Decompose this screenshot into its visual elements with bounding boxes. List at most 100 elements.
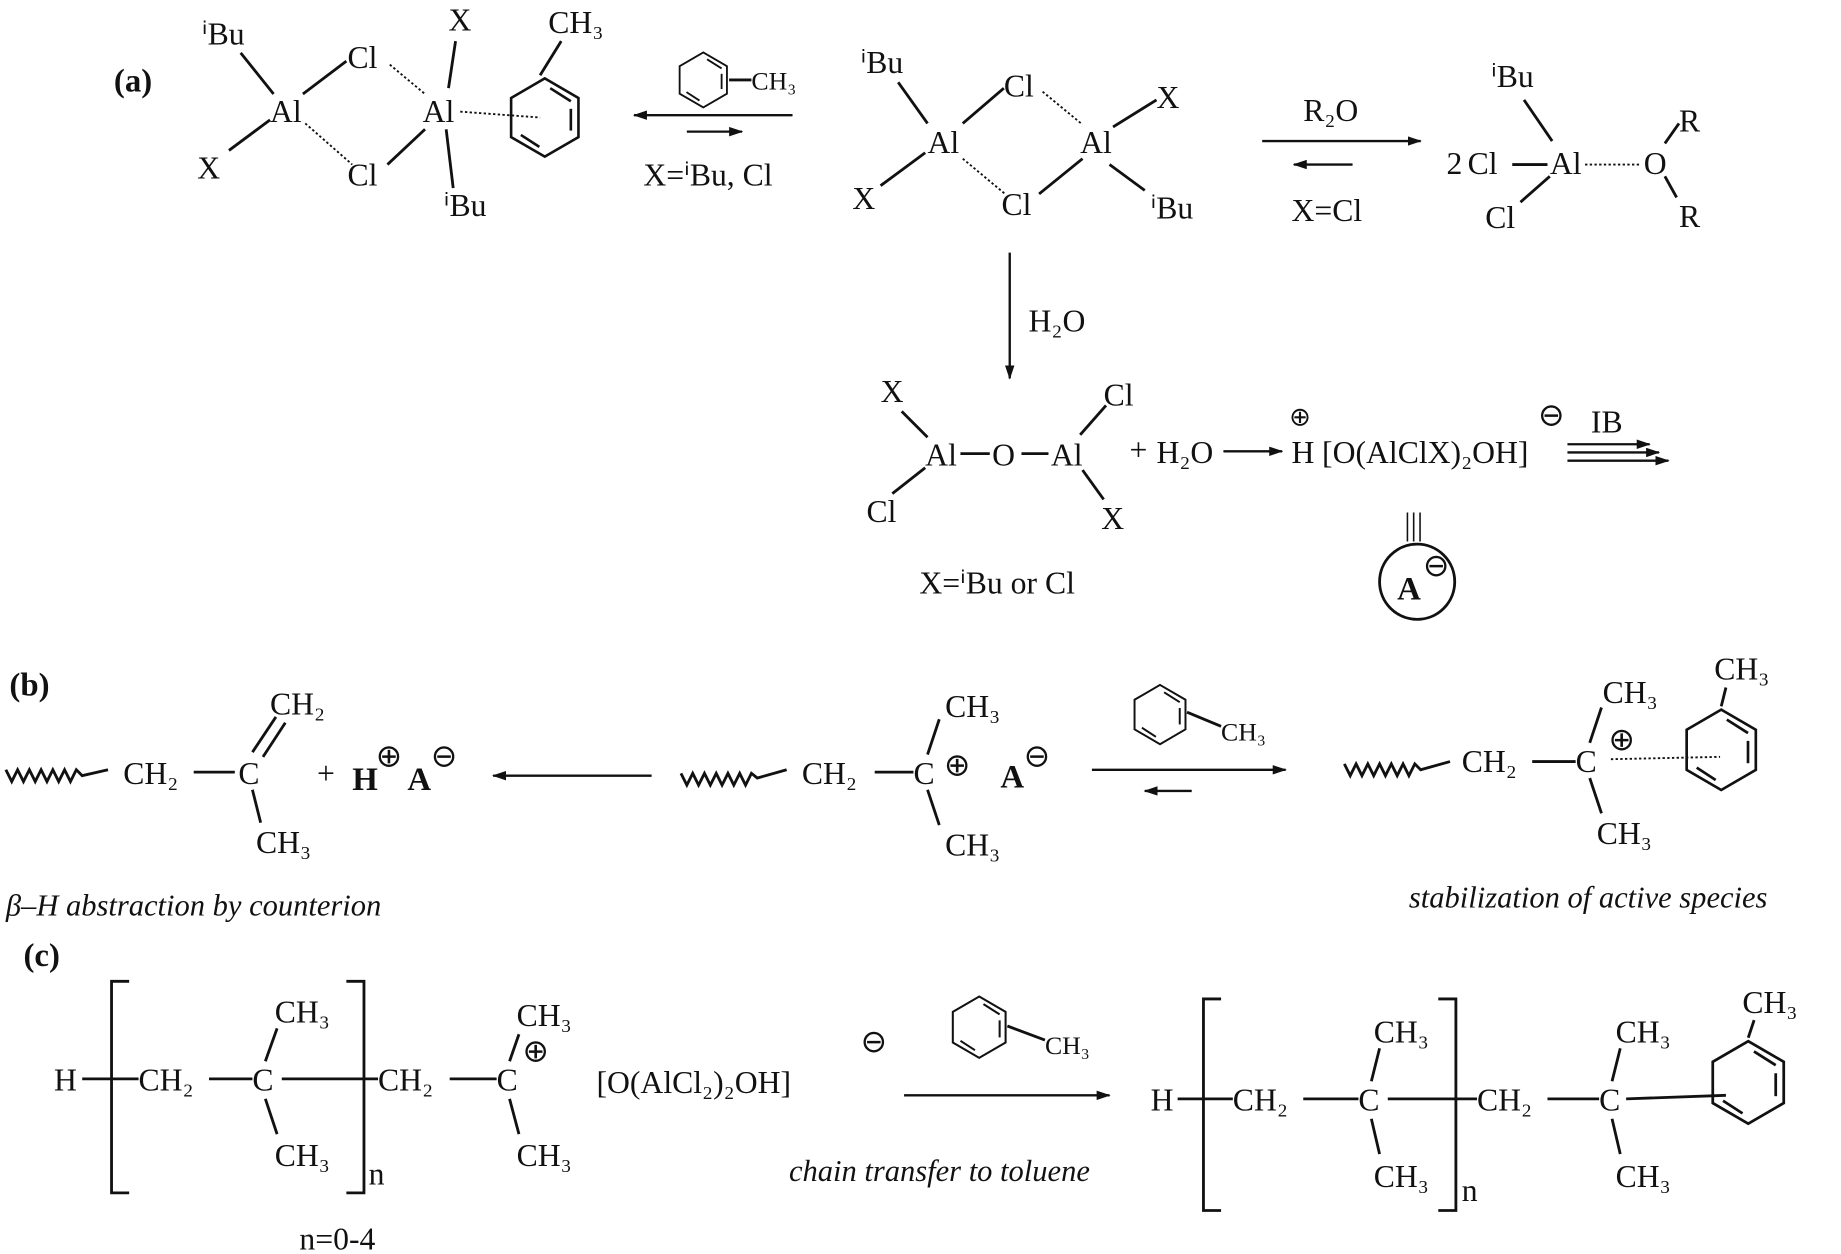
c-label: C bbox=[238, 756, 259, 791]
ibu-label: ⁱBu bbox=[444, 188, 487, 223]
left-bracket bbox=[1202, 997, 1222, 1212]
ch3-label: CH₃ bbox=[1603, 675, 1658, 710]
al-label: Al bbox=[1051, 437, 1083, 472]
counterion-label: A bbox=[1397, 571, 1421, 607]
equilibrium-arrow-ether: R₂O X=Cl bbox=[1262, 93, 1422, 228]
ch3-label: CH₃ bbox=[1742, 985, 1797, 1020]
ch2-label: CH₂ bbox=[1233, 1083, 1288, 1118]
ch3-label: CH₃ bbox=[1374, 1159, 1429, 1194]
ch3-label: CH₃ bbox=[1616, 1159, 1671, 1194]
coefficient-label: 2 bbox=[1447, 146, 1463, 181]
ch3-label: CH₃ bbox=[517, 1138, 572, 1173]
al-label: Al bbox=[1080, 125, 1112, 160]
polymer-chain-zigzag bbox=[4, 766, 109, 785]
ch2-label: CH₂ bbox=[1477, 1083, 1532, 1118]
alumoxane: X Al O Al Cl Cl X X=ⁱBu or Cl bbox=[866, 374, 1133, 601]
cl-label: Cl bbox=[348, 40, 378, 75]
c-label: C bbox=[252, 1063, 273, 1098]
ch3-label: CH₃ bbox=[1714, 651, 1769, 686]
o-label: O bbox=[992, 437, 1015, 472]
toluene-terminated-polymer: H CH₂ C CH₃ CH₃ n CH₂ C CH₃ CH₃ CH₃ bbox=[1151, 985, 1797, 1212]
ether-complex: 2 Cl Al ⁱBu Cl O R R bbox=[1447, 59, 1701, 235]
ch2-label: CH₂ bbox=[1462, 744, 1517, 779]
c-label: C bbox=[913, 756, 934, 791]
a-label: A bbox=[407, 762, 431, 798]
ch3-label: CH₃ bbox=[751, 66, 796, 95]
cl-label: Cl bbox=[1002, 187, 1032, 222]
toluene-ring-icon bbox=[951, 995, 1007, 1059]
anion-charge: ⊖ bbox=[1538, 397, 1565, 432]
al-label: Al bbox=[423, 94, 455, 129]
x-label: X bbox=[852, 181, 875, 216]
ch3-label: CH₃ bbox=[945, 689, 1000, 724]
cl-label: Cl bbox=[1485, 200, 1515, 235]
ch3-label: CH₃ bbox=[945, 828, 1000, 863]
c-label: C bbox=[1576, 744, 1597, 779]
ch3-label: CH₃ bbox=[548, 5, 603, 40]
cation-charge: ⊕ bbox=[522, 1033, 549, 1068]
benzene-ring-icon bbox=[509, 77, 580, 158]
r-label: R bbox=[1679, 104, 1701, 139]
cation-charge: ⊕ bbox=[1609, 722, 1636, 757]
ch2-label: CH₂ bbox=[802, 756, 857, 791]
cl-label: Cl bbox=[1104, 377, 1134, 412]
equilibrium-arrow-toluene: CH₃ X=ⁱBu, Cl bbox=[632, 51, 796, 193]
repeat-n-label: n bbox=[1462, 1173, 1478, 1208]
counterion-circle bbox=[1378, 542, 1457, 621]
al-label: Al bbox=[270, 94, 302, 129]
al-label: Al bbox=[928, 125, 960, 160]
polymer-cation-reactant: H CH₂ C CH₃ CH₃ n CH₂ C ⊕ CH₃ CH₃ [O(AlC… bbox=[54, 979, 887, 1254]
cl-label: Cl bbox=[348, 158, 378, 193]
polymer-chain-zigzag bbox=[1343, 760, 1451, 779]
c-label: C bbox=[497, 1063, 518, 1098]
water-label: H₂O bbox=[1029, 303, 1086, 338]
left-dimer-toluene-complex: ⁱBu X Cl Cl Al Al X ⁱBu CH₃ bbox=[197, 3, 603, 224]
ch3-label: CH₃ bbox=[256, 825, 311, 860]
condition-label: X=ⁱBu, Cl bbox=[643, 158, 772, 193]
anion-formula: [O(AlClX)₂OH] bbox=[1322, 435, 1528, 470]
benzene-ring-icon bbox=[1711, 1039, 1786, 1126]
caption-beta-h: β–H abstraction by counterion bbox=[5, 889, 381, 923]
o-label: O bbox=[1644, 146, 1667, 181]
benzene-ring-icon bbox=[1685, 708, 1758, 792]
repeat-n-label: n bbox=[369, 1157, 385, 1192]
water-label: H₂O bbox=[1156, 435, 1213, 470]
h-charge: ⊕ bbox=[376, 738, 403, 773]
al-label: Al bbox=[1550, 146, 1582, 181]
h-label: H bbox=[54, 1063, 77, 1098]
polymer-chain-zigzag bbox=[679, 768, 788, 789]
toluene-ring-icon bbox=[1133, 683, 1187, 746]
c-label: C bbox=[1599, 1083, 1620, 1118]
ibu-label: ⁱBu bbox=[202, 17, 245, 52]
h-label: H bbox=[1151, 1083, 1174, 1118]
ch2-label: CH₂ bbox=[123, 756, 178, 791]
plus-sign: + bbox=[317, 756, 335, 791]
right-bracket bbox=[1438, 997, 1458, 1212]
ch3-label: CH₃ bbox=[275, 994, 330, 1029]
monomer-label: IB bbox=[1591, 404, 1623, 439]
caption-chain-transfer: chain transfer to toluene bbox=[789, 1154, 1090, 1188]
panel-a-label: (a) bbox=[114, 64, 152, 100]
panel-b-label: (b) bbox=[9, 668, 49, 704]
ch2-label: CH₂ bbox=[139, 1063, 194, 1098]
ch3-label: CH₃ bbox=[1374, 1014, 1429, 1049]
x-label: X bbox=[449, 3, 472, 38]
anion-formula: [O(AlCl₂)₂OH] bbox=[596, 1065, 791, 1100]
condition-label: X=ⁱBu or Cl bbox=[919, 565, 1075, 600]
ch2-label: CH₂ bbox=[270, 687, 325, 722]
center-dimer: ⁱBu Al Cl Al X X Cl ⁱBu bbox=[852, 45, 1193, 226]
cl-label: Cl bbox=[866, 494, 896, 529]
a-charge: ⊖ bbox=[431, 738, 458, 773]
multi-step-arrow bbox=[1567, 439, 1670, 466]
r-label: R bbox=[1679, 199, 1701, 234]
x-label: X bbox=[1156, 80, 1179, 115]
counterion-charge: ⊖ bbox=[1423, 548, 1450, 583]
ch2-label: CH₂ bbox=[378, 1063, 433, 1098]
c-label: C bbox=[1358, 1083, 1379, 1118]
ch3-label: CH₃ bbox=[517, 998, 572, 1033]
cl-label: Cl bbox=[1468, 146, 1498, 181]
ch3-label: CH₃ bbox=[1221, 717, 1266, 746]
ibu-label: ⁱBu bbox=[1491, 59, 1534, 94]
ch3-label: CH₃ bbox=[275, 1138, 330, 1173]
